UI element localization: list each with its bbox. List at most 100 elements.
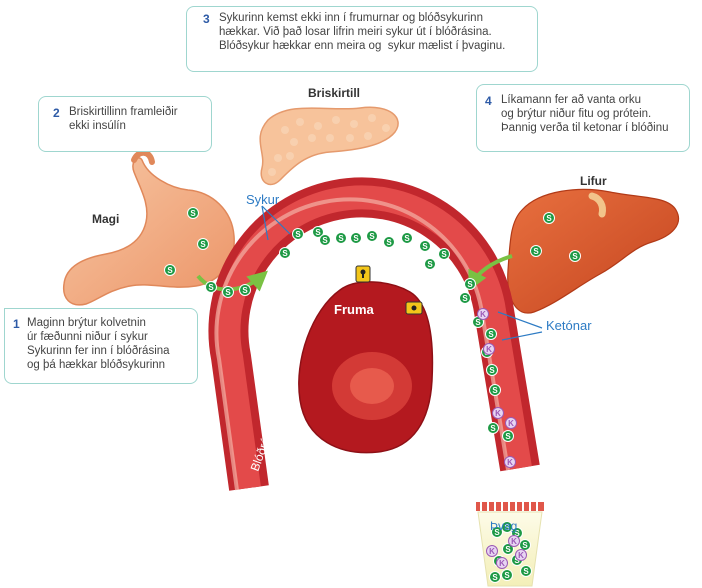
ketone-molecule: K [484,344,495,355]
svg-text:S: S [441,250,447,259]
svg-text:S: S [353,234,359,243]
callout-step-3: 3 Sykurinn kemst ekki inn í frumurnar og… [186,6,538,72]
sugar-molecule: S [521,566,532,577]
svg-text:S: S [492,386,498,395]
callout-line: Þannig verða til ketonar í blóðinu [501,121,683,135]
svg-text:S: S [208,283,214,292]
callout-line: Maginn brýtur kolvetnin [27,316,193,330]
sugar-molecule: S [206,282,217,293]
svg-text:K: K [495,409,501,418]
callout-step-4: 4 Líkamann fer að vanta orku og brýtur n… [476,84,690,152]
sugar-molecule: S [503,431,514,442]
label-briskirtill: Briskirtill [308,86,360,100]
svg-text:S: S [386,238,392,247]
sugar-molecule: S [198,239,209,250]
lock-icon [356,266,370,282]
sugar-molecule: S [520,540,531,551]
sugar-molecule: S [465,279,476,290]
svg-text:K: K [480,310,486,319]
sugar-molecule: S [351,233,362,244]
callout-line: úr fæðunni niður í sykur [27,330,193,344]
svg-text:S: S [505,545,511,554]
step-number: 3 [203,12,210,26]
callout-line: Briskirtillinn framleiðir [69,105,205,119]
sugar-molecule: S [460,293,471,304]
svg-text:K: K [499,559,505,568]
pancreas-illustration [260,107,398,184]
sugar-molecule: S [544,213,555,224]
sugar-molecule: S [570,251,581,262]
ketone-molecule: K [487,546,498,557]
svg-text:S: S [190,209,196,218]
svg-text:S: S [167,266,173,275]
svg-text:S: S [225,288,231,297]
svg-text:S: S [505,432,511,441]
svg-text:K: K [518,551,524,560]
label-sykur: Sykur [246,192,279,207]
svg-text:S: S [422,242,428,251]
callout-line: Blóðsykur hækkar enn meira og sykur mæli… [219,39,529,53]
svg-text:S: S [462,294,468,303]
svg-text:S: S [489,366,495,375]
svg-text:S: S [404,234,410,243]
svg-text:S: S [546,214,552,223]
sugar-molecule: S [490,385,501,396]
svg-text:S: S [315,228,321,237]
callout-step-2: 2 Briskirtillinn framleiðir ekki insúlín [38,96,212,152]
sugar-molecule: S [531,246,542,257]
callout-line: Sykurinn kemst ekki inn í frumurnar og b… [219,11,529,25]
svg-text:S: S [492,573,498,582]
svg-text:S: S [522,541,528,550]
sugar-molecule: S [293,229,304,240]
svg-text:S: S [242,286,248,295]
svg-text:S: S [467,280,473,289]
svg-text:S: S [369,232,375,241]
sugar-molecule: S [280,248,291,259]
sugar-molecule: S [367,231,378,242]
label-magi: Magi [92,212,119,226]
sugar-molecule: S [336,233,347,244]
svg-text:K: K [507,458,513,467]
svg-text:S: S [533,247,539,256]
svg-text:S: S [490,424,496,433]
sugar-molecule: S [425,259,436,270]
sugar-molecule: S [188,208,199,219]
svg-text:K: K [486,345,492,354]
label-lifur: Lifur [580,174,607,188]
sugar-molecule: S [223,287,234,298]
callout-line: og brýtur niður fitu og prótein. [501,107,683,121]
callout-step-1: 1 Maginn brýtur kolvetnin úr fæðunni nið… [4,308,198,384]
sugar-molecule: S [486,329,497,340]
callout-line: og þá hækkar blóðsykurinn [27,358,193,372]
svg-text:S: S [523,567,529,576]
svg-text:S: S [427,260,433,269]
svg-text:S: S [572,252,578,261]
svg-text:S: S [295,230,301,239]
svg-text:S: S [282,249,288,258]
sugar-molecule: S [320,235,331,246]
svg-text:S: S [338,234,344,243]
ketone-molecule: K [497,558,508,569]
step-number: 2 [53,106,60,120]
sugar-molecule: S [502,570,513,581]
callout-line: Sykurinn fer inn í blóðrásina [27,344,193,358]
svg-text:S: S [488,330,494,339]
ketone-molecule: K [506,418,517,429]
label-ketonar: Ketónar [546,318,592,333]
svg-text:S: S [200,240,206,249]
sugar-molecule: S [420,241,431,252]
sugar-molecule: S [165,265,176,276]
ketone-molecule: K [505,457,516,468]
label-thvag: Þvag [490,519,517,533]
ketone-molecule: K [509,536,520,547]
sugar-molecule: S [240,285,251,296]
svg-text:K: K [511,537,517,546]
step-number: 1 [13,317,20,331]
callout-line: Líkamann fer að vanta orku [501,93,683,107]
svg-text:S: S [322,236,328,245]
ketone-molecule: K [478,309,489,320]
sugar-molecule: S [488,423,499,434]
lock-icon [406,302,422,314]
callout-line: ekki insúlín [69,119,205,133]
ketone-molecule: K [516,550,527,561]
